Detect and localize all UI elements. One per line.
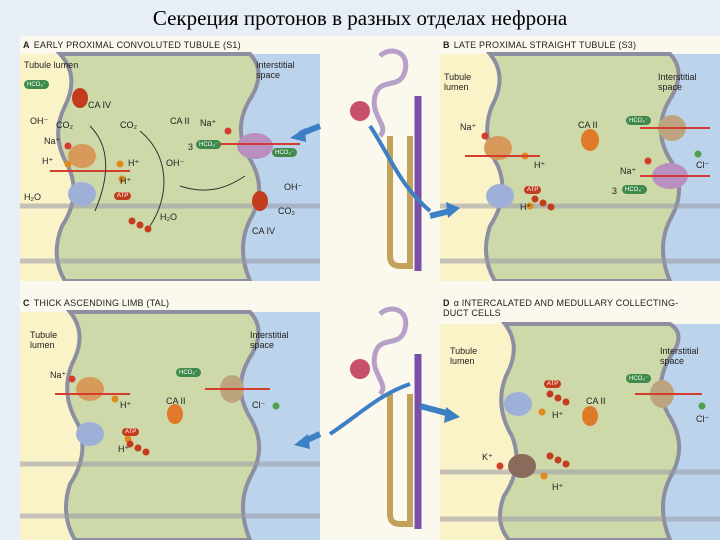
cl-label: Cl⁻ [696,414,710,424]
atp-badge: ATP [122,428,140,436]
h2o-label: H₂O [24,192,41,202]
na-ion-dot [224,127,232,135]
h-atp-label: H⁺ [120,176,132,186]
panel-b-letter: B [443,40,450,50]
na-ion-dot [644,157,652,165]
panel-c-letter: C [23,298,30,308]
panel-d-letter: D [443,298,450,308]
oh-right-label: OH⁻ [284,182,303,192]
k-label: K⁺ [482,452,493,462]
interstitial-label: Interstitial space [660,346,699,366]
cl-ion-dot [698,402,706,410]
lumen-label: Tubule lumen [450,346,478,366]
three-label: 3 [612,186,618,196]
na-label: Na⁺ [44,136,61,146]
k-ion-dot [496,462,504,470]
na-ion-dot [68,375,76,383]
panel-a-cell-drawing [20,52,320,281]
co2-cell-label: CO₂ [120,120,137,130]
panel-b-cell-drawing [440,52,720,281]
cl-ion-dot [272,402,280,410]
h-ion-dot [111,395,119,403]
co2-lumen-label: CO₂ [56,120,73,130]
oh-cell-label: OH⁻ [166,158,185,168]
oh-label: OH⁻ [30,116,49,126]
hco3-badge: HCO₃⁻ [626,374,651,383]
h2o-cell-label: H₂O [160,212,177,222]
na-ion-dot [481,132,489,140]
cl-label: Cl⁻ [696,160,710,170]
h-ion-dot [118,175,126,183]
co2-right-label: CO₂ [278,206,295,216]
lumen-label: Tubule lumen [24,60,79,70]
h-cell-label: H⁺ [120,400,132,410]
atp-badge: ATP [114,192,132,200]
na-right-label: Na⁺ [200,118,217,128]
na-ion-dot [64,142,72,150]
hco3-badge: HCO₃⁻ [176,368,201,377]
h-ion-dot [526,202,534,210]
interstitial-label: Interstitial space [256,60,295,80]
na-label: Na⁺ [50,370,67,380]
hco3-badge: HCO₃⁻ [272,148,297,157]
na-right-label: Na⁺ [620,166,637,176]
h-bottom-label: H⁺ [552,482,564,492]
interstitial-label: Interstitial space [658,72,697,92]
hco3-badge: HCO₃⁻ [196,140,221,149]
panel-d-cell-drawing [440,322,720,540]
ca-iv-label: CA IV [88,100,112,110]
h-label: H⁺ [42,156,54,166]
cl-label: Cl⁻ [252,400,266,410]
lumen-label: Tubule lumen [30,330,58,350]
ca-ii-label: CA II [578,120,598,130]
h-ion-dot [64,160,72,168]
h-cell-label: H⁺ [534,160,546,170]
h-atp-label: H⁺ [118,444,130,454]
atp-badge: ATP [544,380,562,388]
h-cell-label: H⁺ [128,158,140,168]
panel-a-title: EARLY PROXIMAL CONVOLUTED TUBULE (S1) [33,40,241,50]
ca-iv-bottom-label: CA IV [252,226,276,236]
h-ion-dot [538,408,546,416]
lumen-label: Tubule lumen [444,72,472,92]
panel-c-title: THICK ASCENDING LIMB (TAL) [33,298,170,308]
hco3-badge: HCO₃⁻ [24,80,49,89]
cl-ion-dot [694,150,702,158]
slide-title: Секреция протонов в разных отделах нефро… [152,6,568,30]
ca-ii-label: CA II [586,396,606,406]
h-top-label: H⁺ [552,410,564,420]
ca-ii-label: CA II [166,396,186,406]
interstitial-label: Interstitial space [250,330,289,350]
nephron-illustration-bottom [320,294,440,540]
panel-a-letter: A [23,40,30,50]
panel-c-cell-drawing [20,310,320,540]
panel-b-title: LATE PROXIMAL STRAIGHT TUBULE (S3) [453,40,637,50]
h-ion-dot [540,472,548,480]
nephron-illustration-top [320,36,440,281]
h-ion-dot [116,160,124,168]
atp-badge: ATP [524,186,542,194]
hco3-badge: HCO₃⁻ [622,185,647,194]
na-label: Na⁺ [460,122,477,132]
h-atp-label: H⁺ [520,202,532,212]
panel-d-title: α INTERCALATED AND MEDULLARY COLLECTING-… [443,298,679,318]
ca-ii-label: CA II [170,116,190,126]
hco3-badge: HCO₃⁻ [626,116,651,125]
three-label: 3 [188,142,194,152]
